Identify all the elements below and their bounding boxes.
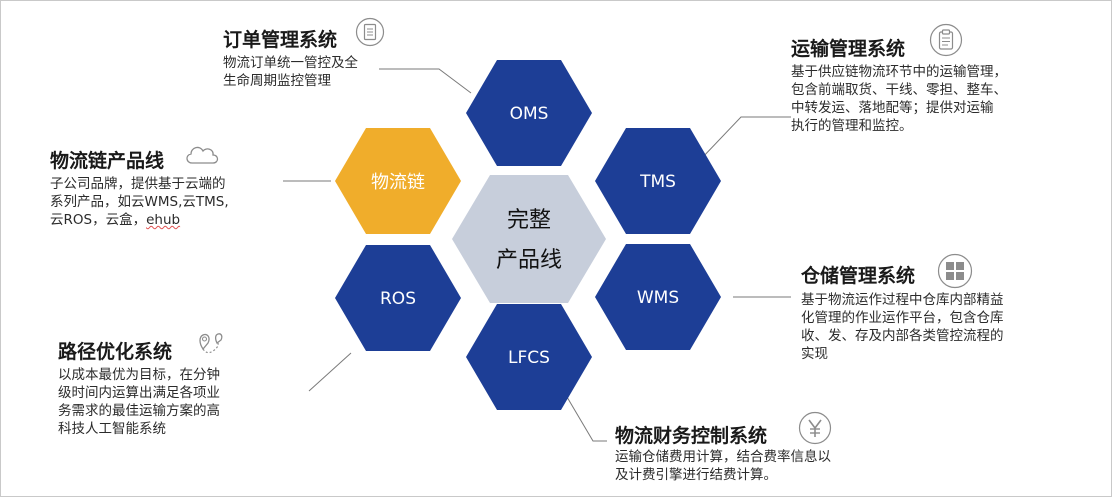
chain-desc: 子公司品牌，提供基于云端的 系列产品，如云WMS,云TMS, 云ROS，云盒，e… xyxy=(50,175,229,229)
hex-oms[interactable] xyxy=(466,60,592,166)
hex-wms[interactable] xyxy=(595,244,721,350)
clipboard-icon xyxy=(929,23,963,61)
hex-lfcs-label: LFCS xyxy=(508,348,550,368)
hex-center xyxy=(452,175,606,303)
center-line-1: 完整 xyxy=(507,208,551,233)
finance-desc-line: 运输仓储费用计算，结合费率信息以 xyxy=(615,449,831,465)
warehouse-desc: 基于物流运作过程中仓库内部精益 化管理的作业运作平台，包含仓库 收、发、存及内部… xyxy=(801,291,1004,363)
hex-wms-label: WMS xyxy=(637,288,679,308)
connector-transport xyxy=(700,116,791,160)
route-desc-line: 级时间内运算出满足各项业 xyxy=(58,385,220,401)
hex-oms-label: OMS xyxy=(510,104,549,124)
order-desc: 物流订单统一管控及全 生命周期监控管理 xyxy=(223,54,358,90)
hex-tms-label: TMS xyxy=(639,172,676,192)
route-desc-line: 以成本最优为目标，在分钟 xyxy=(58,367,220,383)
hex-tms[interactable] xyxy=(595,128,721,234)
warehouse-desc-line: 基于物流运作过程中仓库内部精益 xyxy=(801,292,1004,308)
connector-finance xyxy=(566,396,607,442)
transport-desc: 基于供应链物流环节中的运输管理， 包含前端取货、干线、零担、整车、 中转发运、落… xyxy=(791,63,1007,135)
route-title: 路径优化系统 xyxy=(58,341,173,363)
hex-lfcs[interactable] xyxy=(466,304,592,410)
warehouse-title: 仓储管理系统 xyxy=(801,265,916,287)
chain-title: 物流链产品线 xyxy=(50,150,165,172)
route-desc-line: 科技人工智能系统 xyxy=(58,421,166,437)
document-icon xyxy=(355,17,385,51)
order-title: 订单管理系统 xyxy=(223,29,338,51)
finance-title: 物流财务控制系统 xyxy=(615,425,768,447)
route-desc-line: 务需求的最佳运输方案的高 xyxy=(58,403,220,419)
hex-ros-label: ROS xyxy=(380,289,416,309)
transport-title: 运输管理系统 xyxy=(791,38,906,60)
hex-ros[interactable] xyxy=(335,245,461,351)
hex-chain-label: 物流链 xyxy=(371,172,425,193)
transport-desc-line: 基于供应链物流环节中的运输管理， xyxy=(791,64,1007,80)
yen-icon xyxy=(798,411,832,449)
chain-desc-ehub: ehub xyxy=(146,212,181,228)
transport-desc-line: 执行的管理和监控。 xyxy=(791,118,913,134)
connector-route xyxy=(308,352,352,392)
finance-desc: 运输仓储费用计算，结合费率信息以 及计费引擎进行结费计算。 xyxy=(615,448,831,484)
hex-chain[interactable] xyxy=(335,128,461,234)
warehouse-desc-line: 化管理的作业运作平台，包含仓库 xyxy=(801,310,1004,326)
chain-desc-line: 云ROS，云盒，ehub xyxy=(50,211,229,229)
connector-order xyxy=(379,68,472,94)
chain-desc-line: 子公司品牌，提供基于云端的 xyxy=(50,176,226,192)
chain-desc-line: 系列产品，如云WMS,云TMS, xyxy=(50,194,229,210)
finance-desc-line: 及计费引擎进行结费计算。 xyxy=(615,467,777,483)
cloud-icon xyxy=(183,141,221,171)
order-desc-line: 生命周期监控管理 xyxy=(223,73,331,89)
route-desc: 以成本最优为目标，在分钟 级时间内运算出满足各项业 务需求的最佳运输方案的高 科… xyxy=(58,366,220,438)
warehouse-desc-line: 收、发、存及内部各类管控流程的 xyxy=(801,328,1004,344)
order-desc-line: 物流订单统一管控及全 xyxy=(223,55,358,71)
transport-desc-line: 中转发运、落地配等；提供对运输 xyxy=(791,100,994,116)
map-pin-icon xyxy=(193,327,227,365)
chain-desc-text: 云ROS，云盒， xyxy=(50,212,147,228)
warehouse-desc-line: 实现 xyxy=(801,346,828,362)
center-line-2: 产品线 xyxy=(496,248,562,273)
warehouse-grid-icon xyxy=(937,253,973,293)
transport-desc-line: 包含前端取货、干线、零担、整车、 xyxy=(791,82,1007,98)
